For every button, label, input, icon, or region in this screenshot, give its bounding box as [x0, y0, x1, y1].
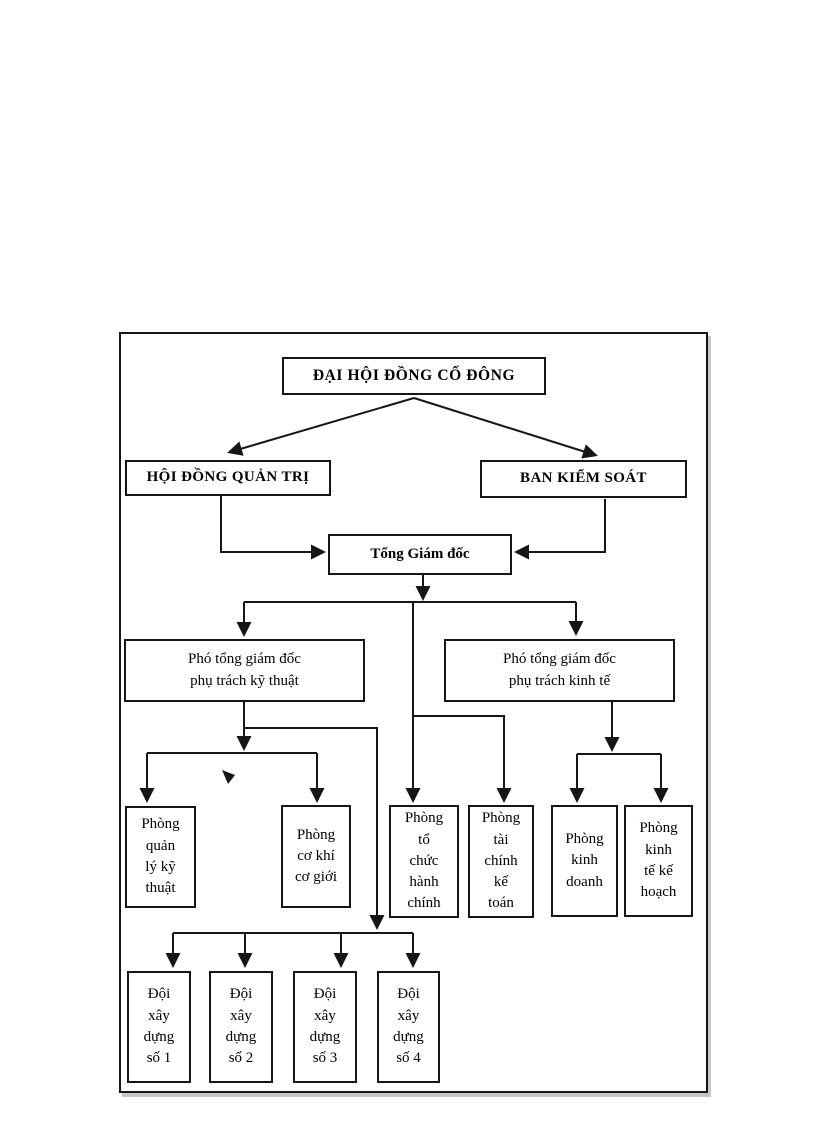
team-line: dựng: [143, 1029, 175, 1045]
dept-line: kinh: [645, 841, 672, 858]
dept-line: toán: [488, 895, 514, 912]
edge-shareholders-supervisory: [413, 397, 598, 459]
dept-line: Phòng: [141, 816, 180, 833]
node-board-label: HỘI ĐỒNG QUẢN TRỊ: [146, 469, 310, 486]
team-line: số 2: [228, 1050, 254, 1067]
node-dept-technical-management: Phòng quản lý kỹ thuật: [125, 806, 196, 908]
node-supervisory-board: BAN KIỂM SOÁT: [480, 460, 687, 498]
node-shareholders-label: ĐẠI HỘI ĐỒNG CỔ ĐÔNG: [312, 367, 516, 384]
dept-line: kế: [493, 874, 509, 891]
dept-line: lý kỹ: [145, 859, 176, 875]
dept-line: chức: [409, 852, 439, 869]
team-line: xây: [148, 1007, 170, 1024]
node-dept-finance: Phòng tài chính kế toán: [468, 805, 534, 918]
dept-line: Phòng: [404, 810, 444, 827]
dept-line: doanh: [566, 873, 603, 890]
dept-line: chính: [407, 895, 441, 912]
dept-line: quản: [145, 837, 176, 854]
team-line: số 4: [396, 1050, 421, 1067]
deputy-technical-line: phụ trách kỹ thuật: [190, 672, 299, 689]
edge-to-teams: [244, 727, 385, 930]
team-line: Đội: [229, 986, 253, 1003]
dept-line: tổ: [418, 831, 430, 848]
team-line: xây: [230, 1007, 252, 1024]
edge-to-dept-finance: [413, 715, 512, 803]
dept-line: thuật: [145, 880, 176, 897]
dept-line: tế kế: [644, 863, 673, 879]
stray-arrowhead-icon: [222, 770, 235, 784]
dept-line: tài: [493, 831, 509, 848]
dept-line: kinh: [571, 852, 598, 869]
node-dept-mechanical: Phòng cơ khí cơ giới: [281, 805, 351, 908]
edge-board-gd: [220, 495, 326, 560]
team-line: dựng: [393, 1029, 424, 1045]
team-line: xây: [397, 1007, 420, 1024]
dept-line: Phòng: [639, 820, 678, 837]
edge-supervisory-gd: [514, 499, 606, 560]
node-deputy-economic: Phó tổng giám đốc phụ trách kinh tế: [444, 639, 675, 702]
team-line: số 3: [312, 1050, 338, 1067]
dept-line: cơ khí: [297, 847, 335, 864]
dept-line: chính: [484, 852, 518, 869]
node-team-2: Đội xây dựng số 2: [209, 971, 273, 1083]
dept-line: Phòng: [296, 826, 336, 843]
node-dept-planning: Phòng kinh tế kế hoạch: [624, 805, 693, 917]
dept-line: hành: [409, 874, 439, 891]
node-team-3: Đội xây dựng số 3: [293, 971, 357, 1083]
team-line: dựng: [309, 1029, 341, 1045]
team-line: dựng: [225, 1029, 257, 1045]
dept-line: cơ giới: [294, 869, 338, 886]
node-shareholders: ĐẠI HỘI ĐỒNG CỔ ĐÔNG: [282, 357, 546, 395]
deputy-economic-line: phụ trách kinh tế: [508, 672, 611, 689]
node-team-1: Đội xây dựng số 1: [127, 971, 191, 1083]
team-line: Đội: [397, 986, 420, 1003]
dept-line: Phòng: [565, 831, 604, 848]
dept-line: Phòng: [481, 810, 521, 827]
connectors: [139, 397, 669, 968]
team-line: Đội: [147, 986, 171, 1003]
edge-shareholders-board: [227, 397, 415, 456]
node-team-4: Đội xây dựng số 4: [377, 971, 440, 1083]
team-line: xây: [314, 1007, 336, 1024]
node-dept-business: Phòng kinh doanh: [551, 805, 618, 917]
node-board-of-directors: HỘI ĐỒNG QUẢN TRỊ: [125, 460, 331, 496]
dept-line: hoạch: [640, 884, 677, 901]
deputy-technical-line: Phó tổng giám đốc: [188, 651, 301, 668]
team-line: Đội: [313, 986, 337, 1003]
diagram-border: [119, 332, 708, 1093]
node-general-director-label: Tổng Giám đốc: [370, 545, 470, 562]
node-supervisory-label: BAN KIỂM SOÁT: [520, 470, 647, 487]
node-general-director: Tổng Giám đốc: [328, 534, 512, 575]
team-line: số 1: [146, 1050, 172, 1067]
node-deputy-technical: Phó tổng giám đốc phụ trách kỹ thuật: [124, 639, 365, 702]
node-dept-admin: Phòng tổ chức hành chính: [389, 805, 459, 918]
deputy-economic-line: Phó tổng giám đốc: [503, 651, 616, 668]
